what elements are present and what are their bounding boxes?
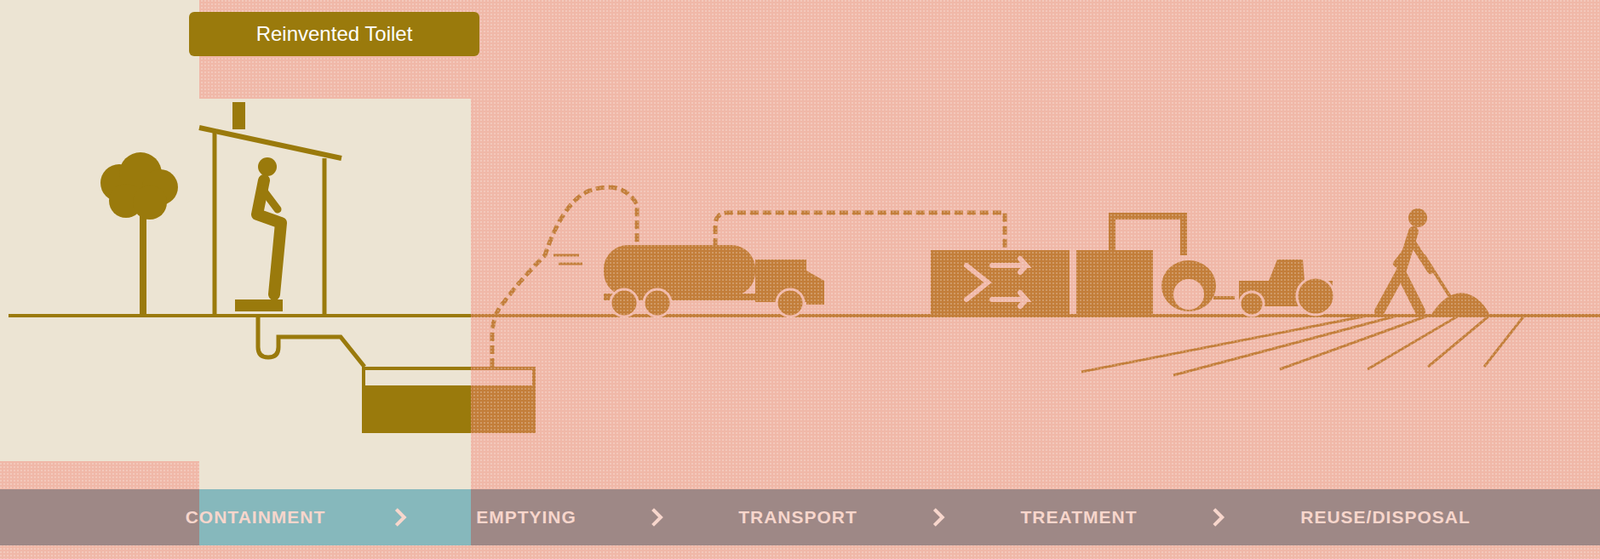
stage-text: CONTAINMENT bbox=[185, 507, 327, 528]
stage-chevron bbox=[1215, 510, 1222, 525]
stage-text: TRANSPORT bbox=[738, 507, 858, 528]
stage-label: TRANSPORT bbox=[728, 489, 868, 546]
chevron-path bbox=[397, 510, 405, 525]
chevron-path bbox=[935, 510, 943, 525]
title-text: Reinvented Toilet bbox=[256, 22, 413, 46]
chevron-path bbox=[653, 510, 661, 525]
stage-chevron bbox=[935, 510, 943, 525]
stage-label: CONTAINMENT bbox=[175, 489, 337, 546]
stage-text: EMPTYING bbox=[475, 507, 577, 528]
chevron-path bbox=[1215, 510, 1222, 525]
stage-label: TREATMENT bbox=[1010, 489, 1148, 546]
stage-chevron bbox=[397, 510, 405, 525]
title-box: Reinvented Toilet bbox=[189, 11, 480, 57]
stage-chevron bbox=[653, 510, 661, 525]
stage-label: REUSE/DISPOSAL bbox=[1290, 489, 1481, 546]
stage-label: EMPTYING bbox=[465, 489, 587, 546]
stage-text: TREATMENT bbox=[1020, 507, 1138, 528]
stage-text: REUSE/DISPOSAL bbox=[1300, 507, 1471, 528]
